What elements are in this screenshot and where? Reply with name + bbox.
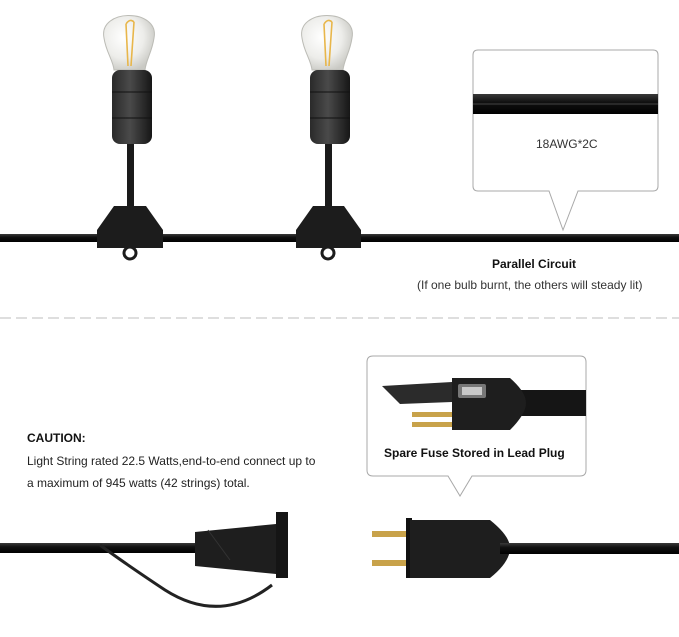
bulb-1-hang-loop — [122, 245, 138, 261]
bulb-2-hang-loop — [320, 245, 336, 261]
bulb-1-stem — [127, 144, 134, 208]
caution-heading: CAUTION: — [27, 431, 86, 445]
spare-fuse-label: Spare Fuse Stored in Lead Plug — [384, 446, 565, 460]
bulb-2-glass — [301, 15, 353, 71]
bulb-2-tee-clip — [296, 206, 361, 248]
fuse-plug-closeup — [382, 378, 586, 430]
end-connector-body — [195, 524, 276, 574]
bulb-1 — [97, 15, 163, 261]
end-connector-cap-strap — [99, 543, 273, 608]
wire-gauge-label: 18AWG*2C — [536, 137, 598, 151]
bulb-1-socket — [112, 70, 152, 144]
plug-prong-top — [372, 531, 408, 537]
bulb-1-glass — [103, 15, 155, 71]
bulb-2-filament — [323, 19, 333, 67]
end-connector-face — [276, 512, 288, 578]
bulb-2-socket — [310, 70, 350, 144]
caution-line-1: Light String rated 22.5 Watts,end-to-end… — [27, 454, 316, 468]
bulb-1-filament — [125, 19, 135, 67]
parallel-circuit-title: Parallel Circuit — [492, 257, 577, 271]
lead-plug-cable — [500, 543, 679, 554]
caution-line-2: a maximum of 945 watts (42 strings) tota… — [27, 476, 250, 490]
parallel-circuit-caption: (If one bulb burnt, the others will stea… — [417, 278, 643, 292]
bulb-2-stem — [325, 144, 332, 208]
bulb-2 — [296, 15, 361, 261]
plug-prong-bottom — [372, 560, 408, 566]
lead-plug-body — [410, 520, 510, 578]
bulb-1-tee-clip — [97, 206, 163, 248]
